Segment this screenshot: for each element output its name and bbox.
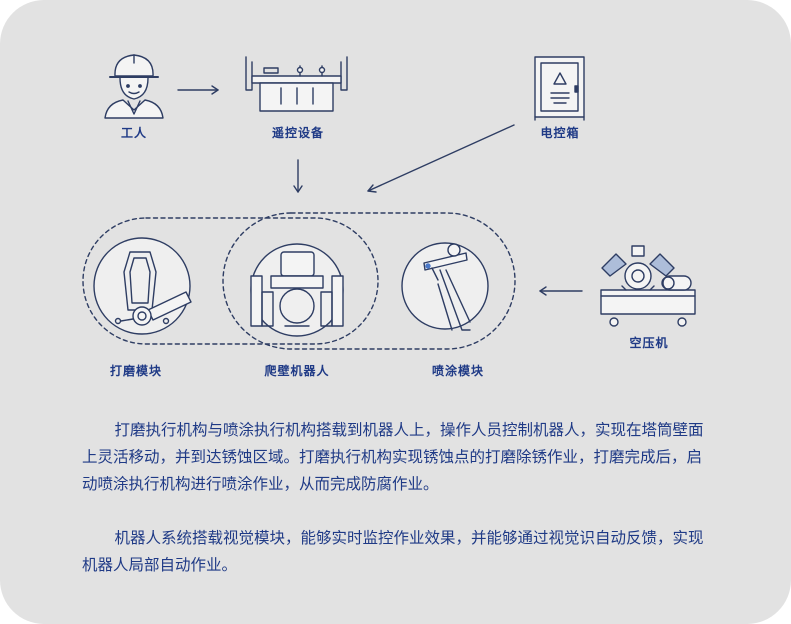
arrow-remote-to-robot <box>293 159 303 193</box>
spraying-group-outline <box>222 212 516 350</box>
description-paragraph-1: 打磨执行机构与喷涂执行机构搭载到机器人上，操作人员控制机器人，实现在塔筒壁面上灵… <box>82 421 704 493</box>
description-paragraph-2: 机器人系统搭载视觉模块，能够实时监控作业效果，并能够通过视觉识自动反馈，实现机器… <box>82 529 704 574</box>
remote-control-icon <box>245 56 348 112</box>
control-cabinet-icon <box>534 56 585 121</box>
spraying-module-icon <box>401 242 489 331</box>
air-compressor-label: 空压机 <box>629 336 669 350</box>
climbing-robot-icon <box>250 243 344 337</box>
arrow-compressor-to-spraying <box>539 286 583 296</box>
remote-control-label: 遥控设备 <box>271 126 325 140</box>
arrow-cabinet-to-robot <box>367 124 515 193</box>
arrow-worker-to-remote <box>177 85 219 95</box>
worker-icon <box>104 54 164 119</box>
air-compressor-icon <box>600 245 696 327</box>
grinding-group-outline <box>82 217 379 345</box>
grinding-module-icon <box>93 237 192 335</box>
grinding-module-label: 打磨模块 <box>109 364 163 378</box>
spraying-module-label: 喷涂模块 <box>431 364 485 378</box>
control-cabinet-label: 电控箱 <box>540 126 580 140</box>
climbing-robot-label: 爬壁机器人 <box>264 364 330 378</box>
worker-label: 工人 <box>120 126 148 140</box>
